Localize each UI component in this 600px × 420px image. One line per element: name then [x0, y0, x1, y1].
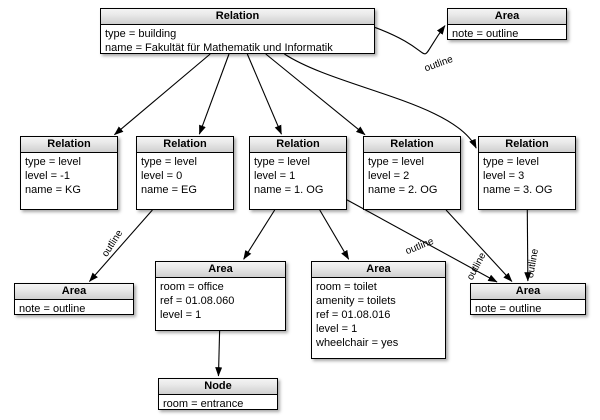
- uml-box-header: Area: [312, 262, 445, 278]
- uml-box-attributes: type = level level = 1 name = 1. OG: [250, 153, 346, 200]
- uml-box-level_kg[interactable]: Relation type = level level = -1 name = KG: [20, 136, 118, 210]
- edge-area_office-to-node_entrance: [215, 330, 223, 377]
- uml-attribute: name = Fakultät für Mathematik und Infor…: [105, 42, 333, 54]
- uml-attribute: type = building: [105, 28, 177, 40]
- uml-box-level_1og[interactable]: Relation type = level level = 1 name = 1. O…: [249, 136, 347, 210]
- uml-attribute: note = outline: [452, 28, 519, 40]
- edge-level_1og-to-area_office: [243, 209, 276, 260]
- uml-box-header: Relation: [250, 137, 346, 153]
- edge-label-outline: outline: [100, 228, 126, 259]
- uml-attribute: room = office: [160, 281, 224, 293]
- edge-building-to-level_kg: [114, 53, 211, 136]
- uml-attribute: level = 3: [483, 170, 525, 182]
- uml-box-attributes: type = level level = 2 name = 2. OG: [364, 153, 460, 200]
- uml-box-attributes: type = level level = 3 name = 3. OG: [479, 153, 575, 200]
- uml-attribute: name = 1. OG: [254, 184, 324, 196]
- uml-attribute: room = entrance: [163, 398, 244, 410]
- edge-label-outline: outline: [404, 235, 436, 258]
- uml-box-header: Node: [159, 379, 277, 395]
- uml-attribute: level = 0: [141, 170, 183, 182]
- uml-attribute: level = 1: [254, 170, 296, 182]
- uml-attribute: type = level: [254, 156, 310, 168]
- edge-level_eg-to-area_kg_outline: [89, 209, 153, 282]
- uml-attribute: level = 2: [368, 170, 410, 182]
- uml-box-attributes: type = level level = 0 name = EG: [137, 153, 233, 200]
- uml-box-header: Relation: [21, 137, 117, 153]
- uml-box-attributes: room = entrance: [159, 395, 277, 414]
- uml-box-header: Relation: [137, 137, 233, 153]
- uml-attribute: amenity = toilets: [316, 295, 396, 307]
- uml-box-header: Area: [448, 9, 566, 25]
- uml-attribute: name = EG: [141, 184, 197, 196]
- uml-box-attributes: type = building name = Fakultät für Mathe…: [101, 25, 374, 58]
- uml-attribute: ref = 01.08.016: [316, 309, 391, 321]
- uml-box-building[interactable]: Relation type = building name = Fakultät f…: [100, 8, 375, 54]
- edge-building-to-area_building_outline: [374, 25, 446, 55]
- uml-box-attributes: note = outline: [15, 300, 133, 319]
- uml-box-header: Relation: [101, 9, 374, 25]
- uml-attribute: level = 1: [160, 309, 202, 321]
- uml-box-area_kg_outline[interactable]: Area note = outline: [14, 283, 134, 315]
- uml-attribute: ref = 01.08.060: [160, 295, 235, 307]
- uml-attribute: type = level: [483, 156, 539, 168]
- uml-box-area_levels_outline[interactable]: Area note = outline: [470, 283, 586, 315]
- uml-attribute: type = level: [141, 156, 197, 168]
- uml-attribute: wheelchair = yes: [316, 337, 399, 349]
- uml-attribute: name = 2. OG: [368, 184, 438, 196]
- uml-box-attributes: note = outline: [471, 300, 585, 319]
- uml-box-attributes: room = office ref = 01.08.060 level = 1: [156, 278, 285, 325]
- uml-box-level_2og[interactable]: Relation type = level level = 2 name = 2. O…: [363, 136, 461, 210]
- uml-attribute: level = 1: [316, 323, 358, 335]
- edge-label-outline: outline: [423, 53, 455, 75]
- uml-attribute: name = 3. OG: [483, 184, 553, 196]
- uml-attribute: note = outline: [19, 303, 86, 315]
- edge-label-outline: outline: [465, 250, 489, 283]
- uml-box-attributes: type = level level = -1 name = KG: [21, 153, 117, 200]
- uml-attribute: type = level: [368, 156, 424, 168]
- uml-box-header: Relation: [364, 137, 460, 153]
- uml-box-node_entrance[interactable]: Node room = entrance: [158, 378, 278, 410]
- uml-attribute: note = outline: [475, 303, 542, 315]
- edge-building-to-level_eg: [198, 53, 230, 135]
- uml-attribute: type = level: [25, 156, 81, 168]
- edge-building-to-level_1og: [246, 53, 282, 135]
- edge-building-to-level_3og: [284, 53, 477, 149]
- uml-box-header: Area: [156, 262, 285, 278]
- uml-attribute: room = toilet: [316, 281, 377, 293]
- uml-box-area_building_outline[interactable]: Area note = outline: [447, 8, 567, 40]
- edge-label-outline: outline: [525, 247, 541, 279]
- edge-building-to-level_2og: [265, 53, 366, 136]
- uml-box-level_3og[interactable]: Relation type = level level = 3 name = 3. O…: [478, 136, 576, 210]
- uml-attribute: name = KG: [25, 184, 81, 196]
- uml-box-attributes: note = outline: [448, 25, 566, 44]
- uml-box-header: Relation: [479, 137, 575, 153]
- uml-box-area_toilet[interactable]: Area room = toilet amenity = toilets ref = …: [311, 261, 446, 359]
- uml-attribute: level = -1: [25, 170, 70, 182]
- uml-box-level_eg[interactable]: Relation type = level level = 0 name = EG: [136, 136, 234, 210]
- uml-box-area_office[interactable]: Area room = office ref = 01.08.060 level = …: [155, 261, 286, 331]
- uml-box-header: Area: [471, 284, 585, 300]
- uml-box-header: Area: [15, 284, 133, 300]
- edge-level_1og-to-area_toilet: [319, 209, 350, 260]
- uml-box-attributes: room = toilet amenity = toilets ref = 01.0…: [312, 278, 445, 353]
